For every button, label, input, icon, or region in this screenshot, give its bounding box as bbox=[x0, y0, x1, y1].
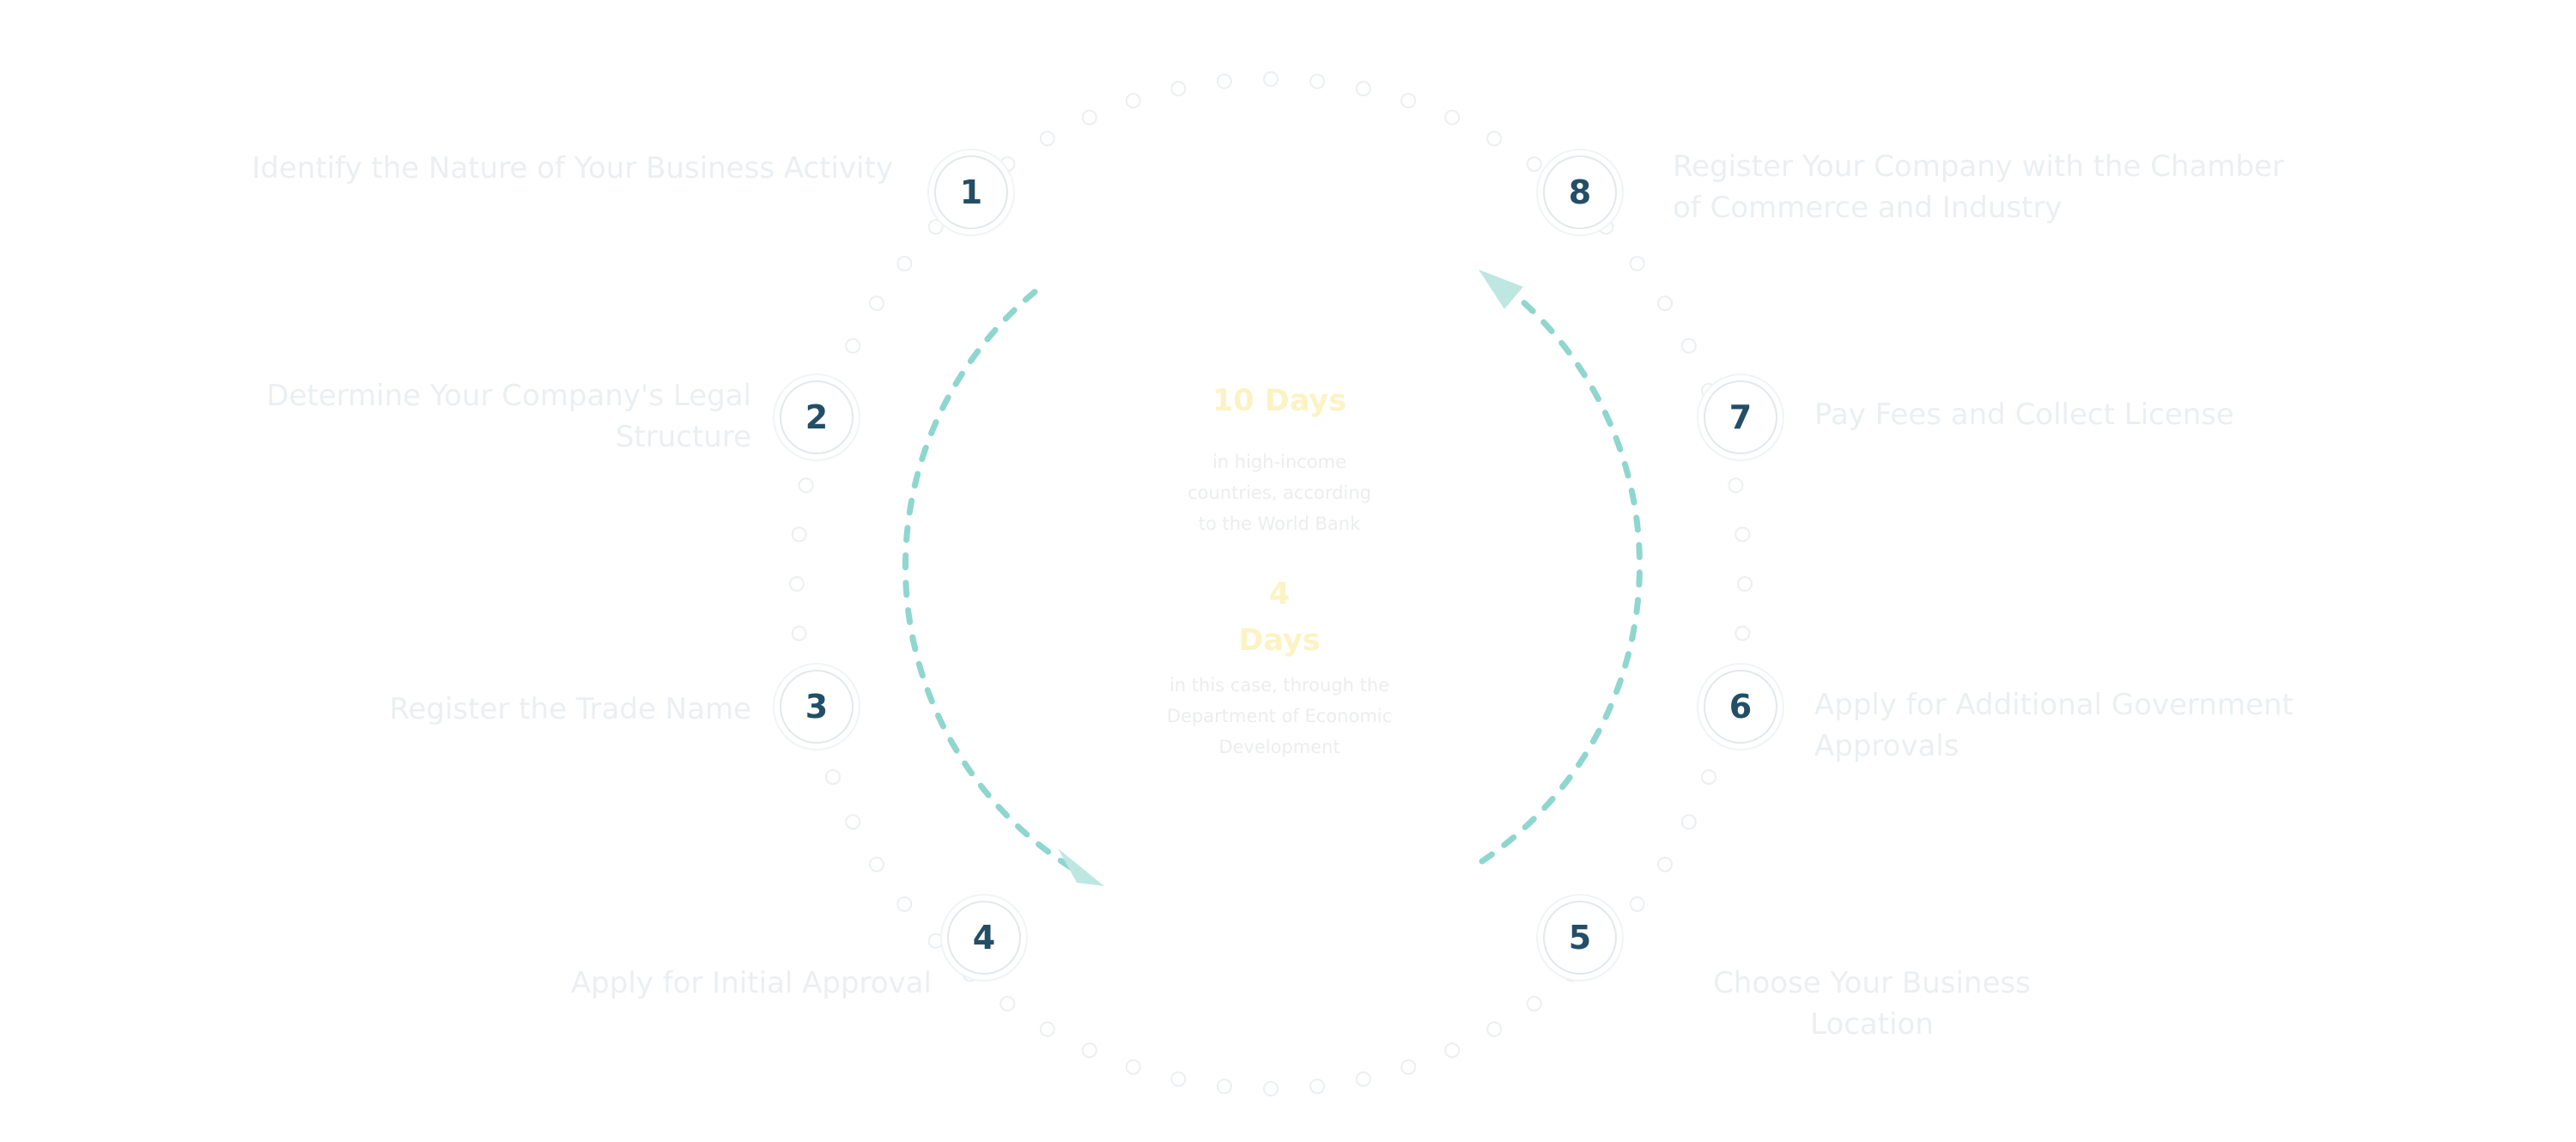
step-6-label: Apply for Additional Government Approval… bbox=[1814, 688, 2293, 763]
ring-dot bbox=[1629, 896, 1645, 912]
right-dashed-arc bbox=[1479, 297, 1643, 865]
ring-dot bbox=[1263, 71, 1279, 87]
ring-dot bbox=[1309, 73, 1326, 89]
step-5-circle: 5 bbox=[1543, 901, 1617, 975]
ring-dot bbox=[845, 337, 861, 354]
ring-dot bbox=[896, 256, 913, 271]
ring-dot bbox=[1735, 625, 1751, 641]
ring-dot bbox=[869, 295, 884, 312]
ring-dot bbox=[1486, 131, 1503, 147]
step-1-label: Identify the Nature of Your Business Act… bbox=[252, 151, 893, 185]
step-2-label: Determine Your Company's Legal Structure bbox=[266, 379, 751, 454]
ring-dot bbox=[1400, 1059, 1417, 1075]
ring-dot bbox=[1216, 1078, 1232, 1095]
ring-dot bbox=[798, 477, 814, 494]
stat-2-description: in this case, through the Department of … bbox=[1166, 675, 1393, 757]
ring-dot bbox=[1170, 81, 1187, 97]
ring-dot bbox=[1657, 856, 1673, 872]
step-8-label: Register Your Company with the Chamber o… bbox=[1673, 149, 2285, 225]
ring-dot bbox=[1309, 1078, 1326, 1095]
ring-dot bbox=[1039, 131, 1055, 147]
ring-dot bbox=[927, 932, 944, 949]
ring-dot bbox=[1735, 526, 1751, 543]
ring-dot bbox=[1400, 93, 1417, 109]
ring-dot bbox=[1263, 1081, 1279, 1096]
step-1-number: 1 bbox=[959, 173, 983, 211]
step-4-label: Apply for Initial Approval bbox=[570, 966, 932, 1000]
step-3-label: Register the Trade Name bbox=[389, 692, 751, 726]
ring-dot bbox=[789, 576, 805, 592]
ring-dot bbox=[1680, 814, 1697, 830]
stat-1-value: 10 Days bbox=[1212, 384, 1347, 418]
ring-dot bbox=[1170, 1071, 1187, 1087]
ring-dot bbox=[1701, 769, 1716, 785]
step-4-circle: 4 bbox=[947, 901, 1021, 975]
ring-dot bbox=[845, 814, 861, 830]
left-arrowhead bbox=[1058, 848, 1104, 886]
stat-2-value: 4 Days bbox=[1238, 577, 1321, 658]
ring-dot bbox=[1355, 1071, 1371, 1087]
step-2-circle: 2 bbox=[780, 380, 854, 454]
ring-dot bbox=[1657, 295, 1673, 312]
step-1-circle: 1 bbox=[934, 155, 1008, 229]
ring-dot bbox=[791, 526, 807, 543]
ring-dot bbox=[896, 896, 913, 912]
step-8-number: 8 bbox=[1568, 173, 1592, 211]
step-7-number: 7 bbox=[1728, 398, 1753, 436]
step-6-number: 6 bbox=[1728, 688, 1753, 726]
step-3-number: 3 bbox=[805, 688, 829, 726]
ring-dot bbox=[1125, 1059, 1141, 1075]
step-5-number: 5 bbox=[1568, 919, 1592, 957]
step-7-circle: 7 bbox=[1704, 380, 1777, 454]
ring-dot bbox=[1680, 337, 1697, 354]
ring-dot bbox=[1125, 93, 1141, 109]
ring-dot bbox=[1526, 995, 1542, 1011]
step-8-circle: 8 bbox=[1543, 155, 1617, 229]
ring-dot bbox=[1216, 73, 1232, 89]
ring-dot bbox=[869, 856, 884, 872]
step-5-label: Choose Your Business Location bbox=[1713, 966, 2031, 1042]
ring-dot bbox=[1355, 81, 1371, 97]
ring-dot bbox=[1444, 109, 1461, 125]
step-6-circle: 6 bbox=[1704, 670, 1777, 744]
ring-dot bbox=[999, 995, 1016, 1011]
ring-dot bbox=[1737, 576, 1753, 592]
right-arrowhead bbox=[1479, 270, 1523, 309]
ring-dot bbox=[1081, 109, 1097, 125]
ring-dot bbox=[791, 625, 807, 641]
stat-1-description: in high-income countries, according to t… bbox=[1188, 452, 1371, 534]
ring-dot bbox=[1526, 156, 1542, 173]
step-3-circle: 3 bbox=[780, 670, 854, 744]
step-7-label: Pay Fees and Collect License bbox=[1814, 398, 2234, 432]
ring-dot bbox=[1629, 256, 1645, 271]
step-2-number: 2 bbox=[805, 398, 829, 436]
ring-dot bbox=[825, 769, 841, 785]
ring-dot bbox=[1081, 1042, 1097, 1059]
step-4-number: 4 bbox=[972, 919, 996, 957]
left-dashed-arc bbox=[902, 289, 1077, 872]
ring-dot bbox=[1444, 1042, 1461, 1059]
ring-dot bbox=[1598, 219, 1614, 235]
ring-dot bbox=[999, 156, 1016, 173]
ring-dot bbox=[1039, 1021, 1055, 1037]
ring-dot bbox=[1728, 477, 1744, 494]
ring-dot bbox=[927, 219, 944, 235]
ring-dot bbox=[1486, 1021, 1503, 1037]
